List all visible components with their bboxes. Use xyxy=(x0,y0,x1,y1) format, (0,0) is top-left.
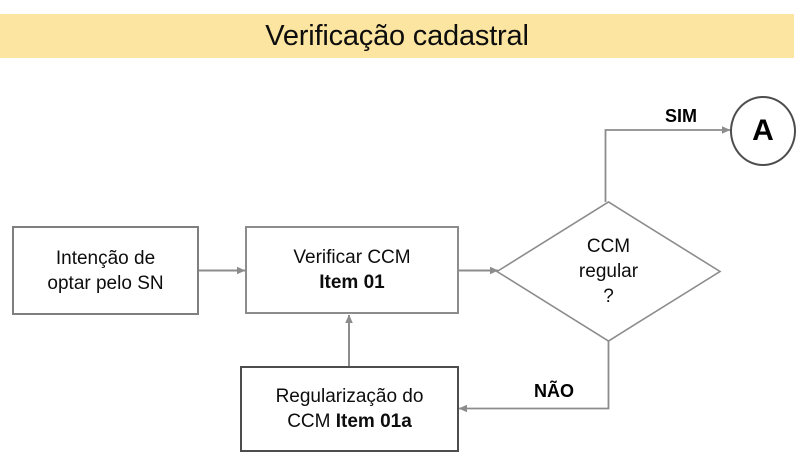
decision-line3: ? xyxy=(603,286,614,307)
node-connector-a[interactable]: A xyxy=(730,96,796,166)
node-verificar-item: Item 01 xyxy=(319,272,385,293)
branch-label-sim: SIM xyxy=(665,106,698,126)
decision-label-group: CCM regular ? xyxy=(497,202,720,341)
page-title: Verificação cadastral xyxy=(265,19,529,52)
node-verificar-line1: Verificar CCM xyxy=(293,247,411,268)
node-regularizacao-line1: Regularização do xyxy=(275,386,424,407)
node-intencao-line1: Intenção de xyxy=(55,247,156,269)
node-regularizacao-item: Item 01a xyxy=(335,411,412,432)
node-verificar-ccm[interactable]: Verificar CCM Item 01 xyxy=(245,226,459,314)
node-decision-ccm-regular[interactable]: CCM regular ? xyxy=(497,202,720,341)
decision-line2: regular xyxy=(578,261,639,282)
node-regularizacao-line2: CCM Item 01a xyxy=(287,409,412,434)
arrow-decision-yes-to-connector xyxy=(604,126,731,202)
node-intencao-optar-sn[interactable]: Intenção de optar pelo SN xyxy=(12,226,199,315)
branch-label-nao: NÃO xyxy=(534,381,574,401)
decision-line1: CCM xyxy=(586,236,631,257)
node-regularizacao-ccm[interactable]: Regularização do CCM Item 01a xyxy=(240,366,459,452)
connector-a-label: A xyxy=(752,114,774,147)
title-banner: Verificação cadastral xyxy=(0,14,794,58)
node-regularizacao-ccm-text: CCM xyxy=(287,411,331,432)
node-intencao-line2: optar pelo SN xyxy=(47,272,164,294)
